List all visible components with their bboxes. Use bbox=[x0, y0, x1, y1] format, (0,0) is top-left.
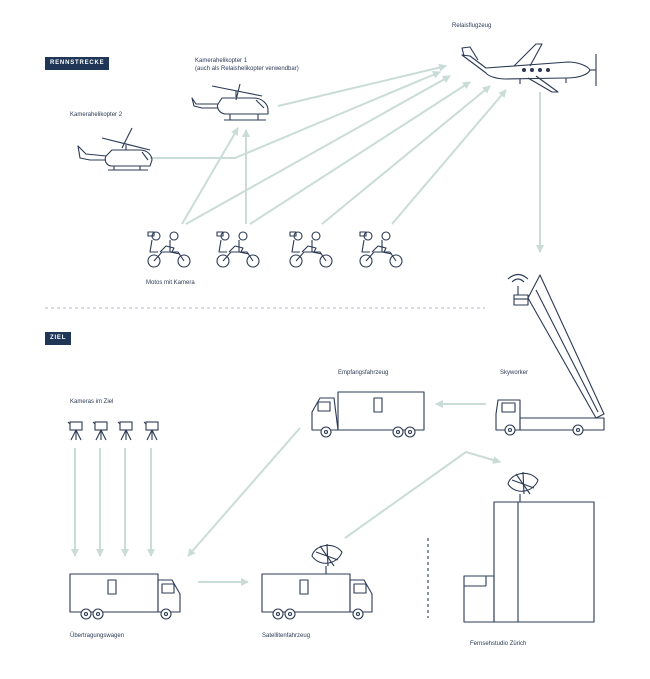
finish-camera-4-icon bbox=[143, 421, 159, 441]
moto-4-icon bbox=[359, 231, 403, 268]
finish-camera-3-icon bbox=[117, 421, 133, 441]
moto-3-icon bbox=[289, 231, 333, 268]
skyworker-icon bbox=[495, 273, 605, 436]
finish-camera-2-icon bbox=[92, 421, 108, 441]
helicopter-2-icon bbox=[77, 127, 153, 171]
arrow-receiver-to-obvan bbox=[187, 427, 301, 557]
arrow-moto3-to-plane bbox=[321, 85, 491, 225]
label-relay-plane: Relaisflugzeug bbox=[452, 23, 492, 29]
label-heli1-line1: Kamerahelikopter 1 bbox=[195, 58, 248, 64]
arrow-sat-to-studio bbox=[344, 450, 501, 539]
section-tag-finish: ZIEL bbox=[45, 332, 72, 345]
label-studio: Fernsehstudio Zürich bbox=[470, 641, 527, 647]
moto-2-icon bbox=[216, 231, 260, 268]
label-satellite-truck: Satellitenfahrzeug bbox=[262, 633, 311, 639]
arrow-moto1-to-plane bbox=[185, 75, 451, 225]
moto-1-icon bbox=[147, 231, 191, 268]
label-motos: Motos mit Kamera bbox=[146, 280, 195, 286]
section-tag-race: RENNSTRECKE bbox=[45, 57, 110, 70]
receiver-vehicle-icon bbox=[311, 391, 425, 438]
studio-building-icon bbox=[427, 471, 595, 623]
relay-plane-icon bbox=[461, 43, 597, 93]
arrow-heli1-to-plane bbox=[277, 63, 447, 107]
label-heli2: Kamerahelikopter 2 bbox=[70, 112, 123, 118]
label-skyworker: Skyworker bbox=[500, 370, 529, 376]
label-ob-van: Übertragungswagen bbox=[70, 633, 125, 639]
helicopter-1-icon bbox=[191, 83, 269, 121]
arrow-moto1-to-heli1 bbox=[181, 127, 239, 225]
arrow-heli2-to-plane bbox=[150, 71, 441, 159]
signal-arrows bbox=[71, 63, 544, 586]
arrow-moto4-to-plane bbox=[391, 89, 507, 225]
ob-van-icon bbox=[69, 573, 181, 620]
label-finish-cameras: Kameras im Ziel bbox=[70, 399, 114, 405]
arrow-moto2-to-plane bbox=[249, 81, 471, 225]
finish-camera-1-icon bbox=[67, 421, 83, 441]
label-heli1-line2: (auch als Relaishelikopter verwendbar) bbox=[195, 66, 299, 72]
label-receiver: Empfangsfahrzeug bbox=[338, 370, 389, 376]
satellite-truck-icon bbox=[261, 543, 373, 620]
